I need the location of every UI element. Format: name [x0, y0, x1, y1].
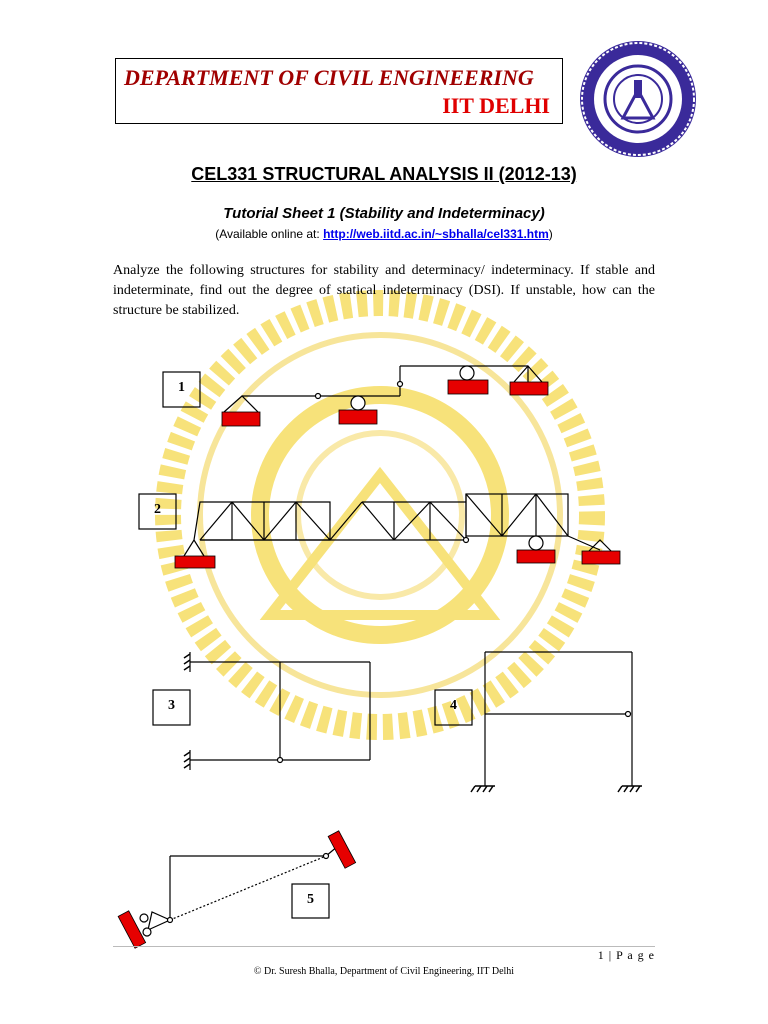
problem-4-label: 4 — [450, 698, 457, 713]
problem-1-label-box — [162, 371, 201, 408]
problem-2-label-box — [138, 493, 177, 530]
problem-2-support-1 — [174, 555, 216, 569]
department-title: DEPARTMENT OF CIVIL ENGINEERING — [124, 65, 534, 90]
online-prefix: (Available online at: — [215, 227, 324, 241]
problem-4-label-box — [434, 689, 473, 726]
problem-4-hinge — [624, 710, 632, 718]
problem-1-support-4 — [509, 381, 549, 396]
institute-title: IIT DELHI — [442, 93, 550, 118]
course-title: CEL331 STRUCTURAL ANALYSIS II (2012-13) — [191, 164, 577, 184]
problem-5-label: 5 — [307, 892, 314, 907]
problem-1-roller-2 — [459, 365, 475, 381]
footer-divider — [113, 946, 655, 947]
problem-1-roller-1 — [350, 395, 366, 411]
online-availability: (Available online at: http://web.iitd.ac… — [0, 227, 768, 241]
page-number: 1 | P a g e — [597, 948, 655, 962]
problem-3-hinge — [276, 756, 284, 764]
problem-1-support-1 — [221, 411, 261, 427]
problem-1-hinge-2 — [396, 380, 404, 388]
problem-1-hinge-1 — [314, 392, 322, 400]
problem-1-label: 1 — [178, 380, 185, 395]
problem-1-support-2 — [338, 409, 378, 425]
problem-2-label: 2 — [154, 502, 161, 517]
tutorial-title: Tutorial Sheet 1 (Stability and Indeterm… — [223, 205, 545, 222]
copyright-notice: © Dr. Suresh Bhalla, Department of Civil… — [253, 966, 515, 977]
instructions-paragraph: Analyze the following structures for sta… — [113, 263, 655, 318]
problem-5-support-top — [327, 830, 357, 869]
problem-2-support-3 — [581, 550, 621, 565]
iit-delhi-logo — [580, 41, 696, 157]
watermark-seal — [155, 290, 605, 740]
online-suffix: ) — [548, 227, 553, 241]
problem-2-support-2 — [516, 549, 556, 564]
problem-5-support-bottom — [117, 910, 147, 949]
problem-5-label-box — [291, 883, 330, 919]
problem-1-support-3 — [447, 379, 489, 395]
problem-2-roller — [528, 535, 544, 551]
course-link[interactable]: http://web.iitd.ac.in/~sbhalla/cel331.ht… — [323, 227, 549, 241]
problem-3-label-box — [152, 689, 191, 726]
problem-3-label: 3 — [168, 698, 175, 713]
header-box: DEPARTMENT OF CIVIL ENGINEERING IIT DELH… — [115, 58, 563, 124]
